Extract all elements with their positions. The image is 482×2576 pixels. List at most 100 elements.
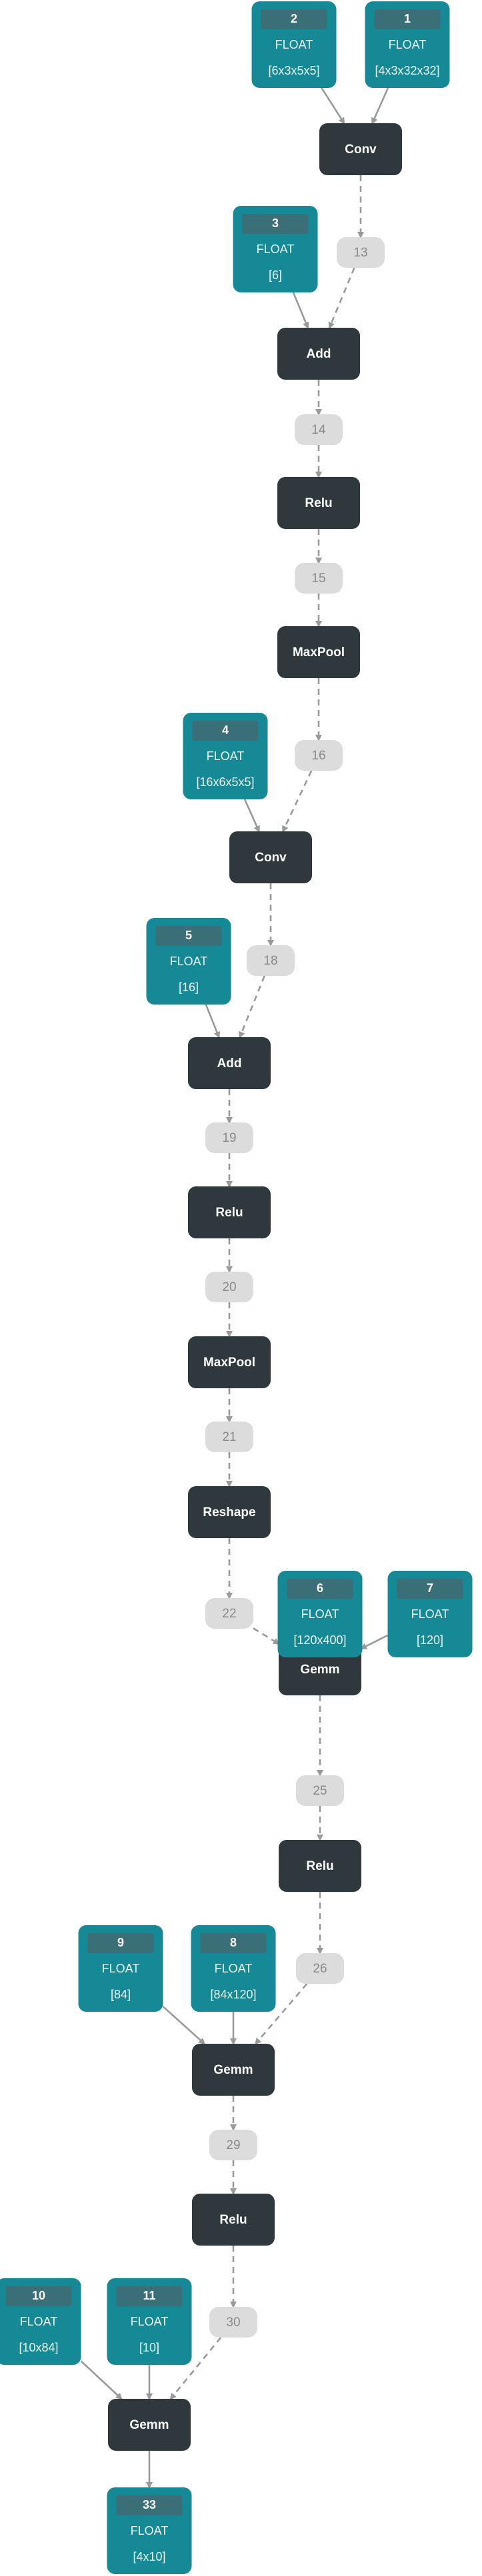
initializer-header <box>242 214 309 234</box>
value-node-box <box>205 1422 253 1452</box>
value-node-box <box>205 1272 253 1302</box>
op-node-box <box>188 1037 271 1089</box>
op-node-box <box>108 2399 191 2451</box>
initializer-name: 1 <box>404 12 411 25</box>
value-node-v29[interactable]: 29 <box>209 2130 257 2160</box>
op-node-box <box>277 328 360 380</box>
op-node-conv2[interactable]: Conv <box>229 831 312 883</box>
initializer-dtype: FLOAT <box>389 38 427 51</box>
initializer-name: 6 <box>317 1581 323 1595</box>
initializer-name: 9 <box>117 1936 124 1949</box>
initializer-header <box>374 9 441 29</box>
value-node-label: 16 <box>311 749 325 763</box>
initializer-name: 11 <box>143 2289 155 2302</box>
initializer-dtype: FLOAT <box>20 2315 58 2328</box>
value-node-box <box>205 1122 253 1153</box>
op-node-label: MaxPool <box>293 645 345 659</box>
value-node-v21[interactable]: 21 <box>205 1422 253 1452</box>
edge-i7-to-gemm1 <box>360 1634 389 1649</box>
op-node-label: Reshape <box>203 1505 255 1519</box>
op-node-gemm2[interactable]: Gemm <box>192 2044 275 2096</box>
op-node-conv1[interactable]: Conv <box>319 123 402 175</box>
edge-i2-to-conv1 <box>321 87 345 125</box>
initializer-header <box>155 926 222 946</box>
initializer-name: 3 <box>272 216 279 230</box>
op-node-relu4[interactable]: Relu <box>192 2194 275 2246</box>
op-node-box <box>229 831 312 883</box>
op-node-box <box>277 477 360 529</box>
op-node-box <box>188 1336 271 1388</box>
value-node-label: 22 <box>222 1607 236 1621</box>
op-node-label: Gemm <box>129 2418 169 2432</box>
edge-layer <box>80 87 389 2489</box>
initializer-dtype: FLOAT <box>131 2524 169 2537</box>
initializer-shape: [84] <box>111 1988 131 2001</box>
op-node-maxpool2[interactable]: MaxPool <box>188 1336 271 1388</box>
value-node-v16[interactable]: 16 <box>295 740 343 771</box>
value-node-v25[interactable]: 25 <box>296 1775 344 1806</box>
initializer-dtype: FLOAT <box>215 1962 253 1975</box>
initializer-shape: [4x10] <box>133 2550 165 2563</box>
op-node-relu3[interactable]: Relu <box>279 1840 361 1892</box>
initializer-shape: [4x3x32x32] <box>375 64 439 77</box>
initializer-name: 7 <box>427 1581 433 1595</box>
edge-i1-to-conv1 <box>371 87 389 125</box>
op-node-box <box>192 2194 275 2246</box>
op-node-label: Add <box>307 347 331 361</box>
initializer-name: 8 <box>230 1936 237 1949</box>
initializer-name: 10 <box>32 2289 45 2302</box>
value-node-label: 21 <box>222 1430 236 1444</box>
op-node-reshape[interactable]: Reshape <box>188 1486 271 1538</box>
initializer-name: 4 <box>222 723 229 737</box>
edge-v30-to-gemm3 <box>169 2337 222 2400</box>
op-node-add2[interactable]: Add <box>188 1037 271 1089</box>
value-node-label: 14 <box>311 423 326 437</box>
value-node-box <box>247 945 295 976</box>
op-node-label: Conv <box>255 851 287 865</box>
op-node-relu1[interactable]: Relu <box>277 477 360 529</box>
op-node-label: MaxPool <box>203 1356 255 1370</box>
value-node-label: 20 <box>222 1280 236 1294</box>
value-node-v20[interactable]: 20 <box>205 1272 253 1302</box>
value-node-v22[interactable]: 22 <box>205 1598 253 1629</box>
value-node-v14[interactable]: 14 <box>295 414 343 445</box>
value-node-v26[interactable]: 26 <box>296 1953 344 1984</box>
value-node-v15[interactable]: 15 <box>295 563 343 594</box>
value-node-v13[interactable]: 13 <box>337 237 385 268</box>
initializer-header <box>200 1933 267 1953</box>
op-node-box <box>319 123 402 175</box>
initializer-dtype: FLOAT <box>170 955 208 968</box>
initializer-dtype: FLOAT <box>207 749 245 763</box>
op-node-gemm3[interactable]: Gemm <box>108 2399 191 2451</box>
edge-v18-to-add2 <box>239 975 265 1039</box>
value-node-box <box>209 2307 257 2338</box>
value-node-v19[interactable]: 19 <box>205 1122 253 1153</box>
value-node-label: 15 <box>311 572 325 586</box>
edge-i3-to-add1 <box>292 292 309 329</box>
value-node-box <box>295 740 343 771</box>
initializer-header <box>261 9 327 29</box>
op-node-maxpool1[interactable]: MaxPool <box>277 626 360 678</box>
value-node-v18[interactable]: 18 <box>247 945 295 976</box>
initializer-dtype: FLOAT <box>257 242 295 256</box>
value-node-box <box>296 1775 344 1806</box>
op-node-add1[interactable]: Add <box>277 328 360 380</box>
value-node-v30[interactable]: 30 <box>209 2307 257 2338</box>
op-node-relu2[interactable]: Relu <box>188 1186 271 1238</box>
op-node-label: Conv <box>345 143 377 157</box>
edge-v16-to-conv2 <box>282 770 313 833</box>
initializer-dtype: FLOAT <box>131 2315 169 2328</box>
